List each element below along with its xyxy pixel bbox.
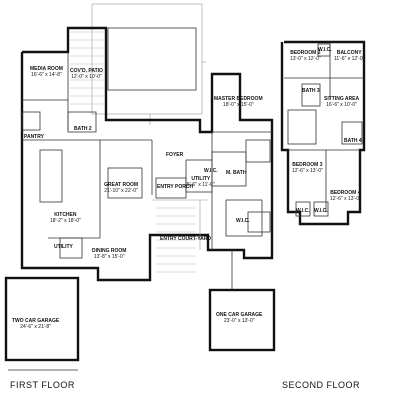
courtyard-paving-hatch — [156, 207, 196, 273]
pool-outline — [107, 27, 197, 91]
closet-wall — [313, 201, 329, 217]
one-car-garage-wall — [208, 288, 276, 352]
great-room-rug — [107, 167, 143, 199]
room-entry-courtyard: ENTRY COURT-YARD — [160, 236, 211, 242]
closet-wall — [247, 211, 271, 233]
first-floor-title: FIRST FLOOR — [10, 380, 75, 390]
second-floor-title: SECOND FLOOR — [282, 380, 361, 390]
closet-wall — [317, 43, 331, 57]
closet-wall — [295, 201, 311, 217]
room-bath-2: BATH 2 — [74, 126, 92, 132]
patio-paving-hatch — [70, 31, 104, 105]
utility-room-wall — [59, 237, 83, 259]
room-walk-in-closet-5: W.I.C. — [314, 208, 328, 214]
pantry-wall — [21, 111, 41, 131]
room-walk-in-closet-3: W.I.C. — [318, 47, 332, 53]
room-utility-2: UTILITY — [54, 244, 73, 250]
room-master-bath: M. BATH — [226, 170, 247, 176]
bath-4-wall — [341, 121, 363, 145]
stair-wall — [287, 109, 317, 145]
room-foyer: FOYER — [166, 152, 184, 158]
room-bath-4: BATH 4 — [344, 138, 362, 144]
bath-2-wall — [67, 111, 97, 133]
first-floor-exterior-wall — [20, 26, 274, 282]
room-bath-3: BATH 3 — [302, 88, 320, 94]
bath-3-wall — [301, 83, 321, 107]
closet-wall — [225, 199, 263, 237]
room-walk-in-closet: W.I.C. — [204, 168, 218, 174]
pool-deck-outline — [91, 3, 203, 115]
master-closet-wall — [245, 139, 271, 163]
room-pantry: PANTRY — [24, 134, 44, 140]
room-walk-in-closet-4: W.I.C. — [296, 208, 310, 214]
master-bath-wall — [211, 151, 247, 187]
room-entry-porch: ENTRY PORCH — [157, 184, 194, 190]
room-walk-in-closet-2: W.I.C. — [236, 218, 250, 224]
two-car-garage-wall — [4, 276, 80, 362]
kitchen-island — [39, 149, 63, 203]
